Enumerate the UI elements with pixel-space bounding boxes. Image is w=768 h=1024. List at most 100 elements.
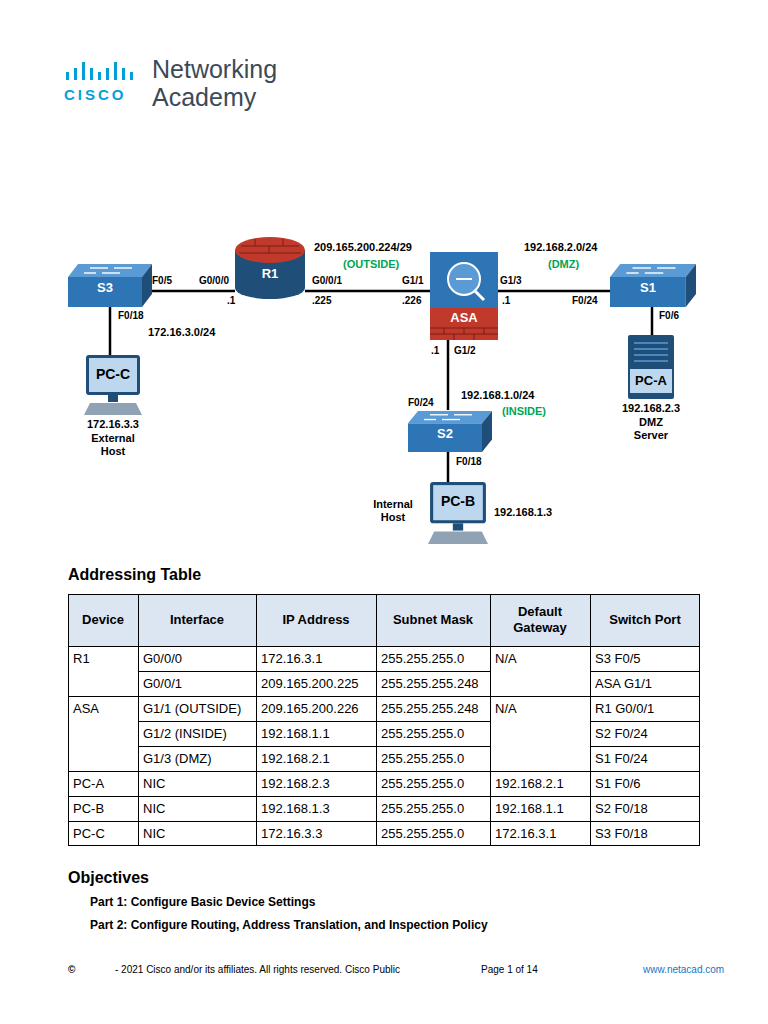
device-caption: Internal Host — [364, 498, 422, 524]
table-cell: S3 F0/18 — [595, 826, 648, 842]
device-node: PC-C172.16.3.3External Host — [84, 355, 142, 415]
device-caption: 192.168.1.3 — [494, 506, 574, 519]
table-cell: NIC — [143, 801, 165, 817]
table-cell: 172.16.3.3 — [261, 826, 322, 842]
port-label: G0/0/1 — [312, 275, 342, 287]
zone-label: (OUTSIDE) — [343, 258, 399, 271]
device-node: S3 — [68, 263, 152, 307]
table-cell: 192.168.1.1 — [261, 726, 330, 742]
device-name: S2 — [408, 426, 482, 442]
device-caption: 192.168.2.3 — [606, 402, 696, 415]
table-cell: R1 G0/0/1 — [595, 701, 654, 717]
device-node: PC-A192.168.2.3DMZ Server — [628, 335, 674, 399]
table-cell: S1 F0/24 — [595, 751, 648, 767]
device-node: PC-BInternal Host192.168.1.3 — [428, 482, 488, 544]
table-cell: S2 F0/18 — [595, 801, 648, 817]
table-header: Device — [68, 594, 138, 646]
device-caption: External Host — [80, 432, 146, 458]
table-cell: 192.168.1.3 — [261, 801, 330, 817]
device-node: S2 — [408, 410, 492, 452]
device-node: ASA — [430, 252, 498, 340]
logo-wordmark: CISCO — [64, 86, 127, 104]
table-cell: 255.255.255.0 — [381, 826, 464, 842]
table-cell: ASA G1/1 — [595, 676, 652, 692]
table-header: IP Address — [256, 594, 376, 646]
table-cell: 192.168.1.1 — [495, 801, 564, 817]
logo-title: Networking — [152, 54, 277, 84]
table-cell: G0/0/1 — [143, 676, 182, 692]
device-name: S1 — [610, 280, 686, 296]
table-cell: NIC — [143, 776, 165, 792]
port-label: F0/18 — [456, 456, 482, 468]
section-heading: Objectives — [68, 868, 149, 887]
network-link — [152, 290, 235, 293]
addressing-table-grid — [68, 594, 700, 846]
footer-text: Page 1 of 14 — [481, 964, 538, 976]
port-label: G1/1 — [402, 275, 424, 287]
device-name: PC-A — [628, 373, 674, 389]
subnet-label: 209.165.200.224/29 — [314, 241, 412, 254]
device-name: ASA — [430, 310, 498, 326]
port-label: F0/24 — [572, 295, 598, 307]
port-label: G1/2 — [454, 345, 476, 357]
device-name: PC-C — [84, 366, 142, 383]
logo-title: Academy — [152, 82, 256, 112]
table-cell: N/A — [495, 701, 517, 717]
table-header: Subnet Mask — [376, 594, 490, 646]
table-cell: R1 — [73, 651, 90, 667]
server-icon — [628, 335, 674, 399]
table-cell: 172.16.3.1 — [261, 651, 322, 667]
footer-link: www.netacad.com — [643, 964, 724, 976]
table-cell: 255.255.255.0 — [381, 776, 464, 792]
network-link — [305, 290, 430, 293]
port-label: F0/18 — [118, 310, 144, 322]
table-cell: G0/0/0 — [143, 651, 182, 667]
table-cell: 255.255.255.0 — [381, 751, 464, 767]
device-caption: DMZ Server — [624, 416, 678, 442]
network-link — [651, 307, 654, 335]
objective-item: Part 2: Configure Routing, Address Trans… — [90, 918, 488, 932]
objective-item: Part 1: Configure Basic Device Settings — [90, 895, 315, 909]
host-address: .225 — [312, 295, 331, 307]
table-cell: NIC — [143, 826, 165, 842]
table-cell: 209.165.200.225 — [261, 676, 359, 692]
table-cell: G1/3 (DMZ) — [143, 751, 212, 767]
table-cell: G1/2 (INSIDE) — [143, 726, 227, 742]
network-link — [447, 340, 450, 410]
host-address: .1 — [502, 295, 510, 307]
zone-label: (DMZ) — [548, 258, 579, 271]
table-cell: PC-B — [73, 801, 104, 817]
device-name: R1 — [235, 266, 305, 282]
network-link — [109, 307, 112, 355]
table-header: Switch Port — [590, 594, 700, 646]
host-address: .1 — [227, 295, 235, 307]
table-cell: 192.168.2.3 — [261, 776, 330, 792]
table-cell: G1/1 (OUTSIDE) — [143, 701, 241, 717]
cisco-logo-bars — [66, 62, 133, 80]
zone-label: (INSIDE) — [502, 405, 546, 418]
port-label: G1/3 — [500, 275, 522, 287]
network-link — [498, 290, 610, 293]
section-heading: Addressing Table — [68, 565, 201, 584]
table-cell: 255.255.255.0 — [381, 801, 464, 817]
port-label: G0/0/0 — [199, 275, 229, 287]
table-cell: S1 F0/6 — [595, 776, 641, 792]
device-name: S3 — [68, 280, 142, 296]
table-cell: ASA — [73, 701, 99, 717]
table-cell: 172.16.3.1 — [495, 826, 556, 842]
subnet-label: 172.16.3.0/24 — [148, 326, 215, 339]
subnet-label: 192.168.2.0/24 — [524, 241, 597, 254]
device-name: PC-B — [428, 493, 488, 510]
port-label: F0/24 — [408, 397, 434, 409]
footer-text: - 2021 Cisco and/or its affiliates. All … — [115, 964, 400, 976]
table-cell: N/A — [495, 651, 517, 667]
table-cell: S2 F0/24 — [595, 726, 648, 742]
table-cell: PC-A — [73, 776, 104, 792]
table-header: Interface — [138, 594, 256, 646]
table-cell: 192.168.2.1 — [495, 776, 564, 792]
device-node: R1 — [235, 236, 305, 300]
pc-icon — [84, 355, 142, 415]
table-header: Default Gateway — [490, 594, 590, 646]
table-cell: 209.165.200.226 — [261, 701, 359, 717]
